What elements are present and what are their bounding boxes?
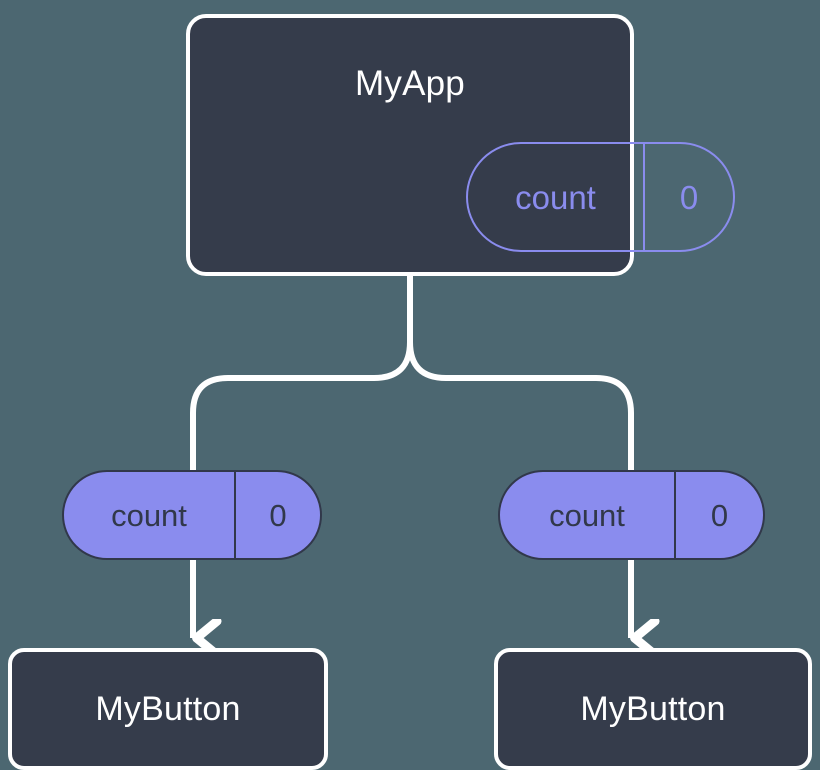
state-pill-branch-left[interactable]: count 0 xyxy=(62,470,322,560)
state-pill-value: 0 xyxy=(679,178,699,216)
component-node-mybutton-left[interactable]: MyButton xyxy=(8,648,328,770)
state-pill-key: count xyxy=(500,472,676,558)
component-title-myapp: MyApp xyxy=(355,64,465,103)
edge-branch-right xyxy=(407,339,634,473)
state-pill-branch-right[interactable]: count 0 xyxy=(498,470,765,560)
state-pill-myapp[interactable]: count 0 xyxy=(466,142,735,252)
state-pill-key: count xyxy=(468,144,645,250)
state-pill-value: 0 xyxy=(710,497,729,533)
state-pill-value: 0 xyxy=(269,497,287,533)
edge-branch-left xyxy=(190,339,413,473)
component-node-mybutton-right[interactable]: MyButton xyxy=(494,648,812,770)
component-title-mybutton: MyButton xyxy=(95,690,241,728)
state-pill-key: count xyxy=(64,472,236,558)
component-title-mybutton: MyButton xyxy=(580,690,726,728)
component-node-myapp[interactable]: MyApp count 0 xyxy=(186,14,735,276)
